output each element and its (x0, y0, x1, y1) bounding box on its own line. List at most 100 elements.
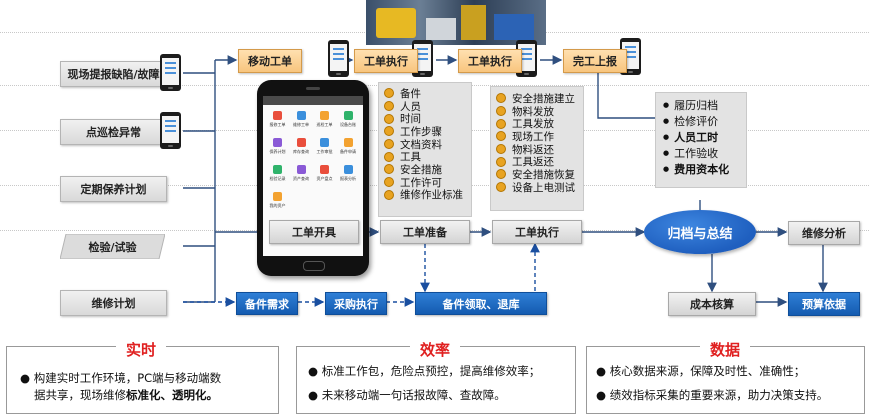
efficiency-line-2: ● 未来移动端一句话报故障、查故障。 (308, 388, 506, 402)
bullet-icon: ● (663, 165, 670, 173)
archive-checklist: ●履历归档 ●检修评价 ●人员工时 ●工作验收 ●费用资本化 (655, 92, 747, 188)
list-item: 工具 (379, 150, 471, 163)
app-icon (273, 192, 282, 201)
phone-app-tile[interactable]: 资产盘点 (313, 164, 336, 190)
app-label: 资产查询 (293, 176, 309, 181)
phone-app-tile[interactable]: 保养计划 (266, 137, 289, 163)
archive-list-item: ●工作验收 (663, 147, 719, 160)
work-order-issue: 工单开具 (269, 220, 359, 244)
bullet-icon: ● (663, 117, 670, 125)
app-label: 工作审批 (316, 149, 333, 154)
phone-app-tile[interactable]: 工作审批 (313, 137, 336, 163)
bullet-icon (496, 93, 506, 104)
app-icon (343, 165, 353, 174)
bullet-icon (384, 189, 394, 200)
phone-app-tile[interactable]: 维修工单 (290, 110, 313, 136)
list-item: 安全措施恢复 (491, 168, 583, 181)
realtime-line-1: ● 构建实时工作环境，PC端与移动端数 (20, 371, 222, 385)
bullet-icon (384, 151, 394, 162)
list-item: 文档资料 (379, 138, 471, 151)
app-icon (320, 111, 329, 120)
work-order-execution-1: 工单执行 (354, 49, 418, 73)
data-line-2: ● 绩效指标采集的重要来源，助力决策支持。 (596, 388, 829, 402)
work-order-execution-2: 工单执行 (458, 49, 522, 73)
procurement-execution: 采购执行 (325, 292, 387, 315)
completion-report: 完工上报 (563, 49, 627, 73)
app-label: 报表分析 (340, 176, 356, 181)
data-title: 数据 (700, 339, 750, 360)
list-item: 物料返还 (491, 143, 583, 156)
list-item: 设备上电测试 (491, 181, 583, 194)
maintenance-analysis: 维修分析 (788, 221, 860, 245)
equipment-photo (366, 0, 546, 45)
cost-accounting: 成本核算 (668, 292, 756, 316)
app-icon (273, 111, 282, 120)
bullet-icon (496, 156, 506, 167)
app-icon (296, 111, 306, 120)
efficiency-title: 效率 (410, 339, 460, 360)
preparation-checklist: 备件 人员 时间 工作步骤 文档资料 工具 安全措施 工作许可 维修作业标准 (378, 82, 472, 217)
bullet-icon (384, 101, 394, 112)
execution-checklist: 安全措施建立 物料发放 工具发放 现场工作 物料返还 工具返还 安全措施恢复 设… (490, 86, 584, 211)
bullet-icon (496, 169, 506, 180)
list-item: 工作步骤 (379, 125, 471, 138)
mobile-phone: 报修工单 维修工单 巡检工单 设备台账保养计划 库存查询 工作审批 备件申请检验记录 资产查询… (257, 80, 369, 276)
realtime-title: 实时 (116, 339, 166, 360)
work-order-preparation: 工单准备 (380, 220, 470, 244)
bullet-icon (496, 106, 506, 117)
source-scheduled-maintenance: 定期保养计划 (60, 176, 167, 202)
efficiency-line-1: ● 标准工作包，危险点预控，提高维修效率； (308, 364, 541, 378)
list-item: 维修作业标准 (379, 189, 471, 201)
bullet-icon (384, 177, 394, 188)
app-label: 备件申请 (340, 149, 356, 154)
mobile-work-order: 移动工单 (238, 49, 302, 73)
list-item: 安全措施 (379, 163, 471, 176)
source-field-defect: 现场提报缺陷/故障 (60, 61, 167, 87)
phone-app-tile[interactable]: 报修工单 (266, 110, 289, 136)
archive-list-item: ●履历归档 (663, 99, 719, 112)
list-item: 时间 (379, 112, 471, 125)
app-label: 巡检工单 (316, 122, 333, 127)
list-item: 物料发放 (491, 105, 583, 118)
bullet-icon: ● (663, 101, 670, 109)
list-item: 现场工作 (491, 130, 583, 143)
app-icon (273, 138, 282, 147)
archive-list-item: ●人员工时 (663, 131, 719, 144)
bullet-icon (384, 139, 394, 150)
app-label: 维修工单 (293, 122, 309, 127)
bullet-icon (496, 131, 506, 142)
app-label: 设备台账 (340, 122, 356, 127)
bullet-icon (384, 126, 394, 137)
app-label: 我的资产 (269, 203, 286, 208)
data-line-1: ● 核心数据来源，保障及时性、准确性； (596, 364, 806, 378)
phone-app-tile[interactable]: 检验记录 (266, 164, 289, 190)
realtime-line-2: 据共享，现场维修标准化、透明化。 (34, 388, 218, 402)
app-label: 保养计划 (269, 149, 286, 154)
work-order-execution-3: 工单执行 (492, 220, 582, 244)
list-item: 人员 (379, 100, 471, 113)
spare-parts-demand: 备件需求 (236, 292, 298, 315)
phone-app-tile[interactable]: 我的资产 (266, 191, 289, 217)
list-item: 工作许可 (379, 176, 471, 189)
bullet-icon (384, 88, 394, 99)
mobile-phone-icon (160, 54, 181, 91)
mobile-phone-icon (160, 112, 181, 149)
phone-app-tile[interactable]: 库存查询 (290, 137, 313, 163)
bullet-icon (496, 182, 506, 193)
app-label: 报修工单 (269, 122, 286, 127)
bullet-icon (384, 164, 394, 175)
phone-app-tile[interactable]: 备件申请 (337, 137, 360, 163)
source-test: 检验/试验 (60, 234, 165, 259)
app-label: 库存查询 (293, 149, 309, 154)
phone-app-tile[interactable]: 设备台账 (337, 110, 360, 136)
archive-list-item: ●检修评价 (663, 115, 719, 128)
app-label: 检验记录 (269, 176, 286, 181)
phone-app-tile[interactable]: 报表分析 (337, 164, 360, 190)
app-icon (343, 138, 353, 147)
phone-app-tile[interactable]: 资产查询 (290, 164, 313, 190)
app-label: 资产盘点 (316, 176, 333, 181)
archive-list-item: ●费用资本化 (663, 163, 730, 176)
source-inspection-anomaly: 点巡检异常 (60, 119, 167, 145)
bullet-icon: ● (663, 133, 670, 141)
phone-app-tile[interactable]: 巡检工单 (313, 110, 336, 136)
